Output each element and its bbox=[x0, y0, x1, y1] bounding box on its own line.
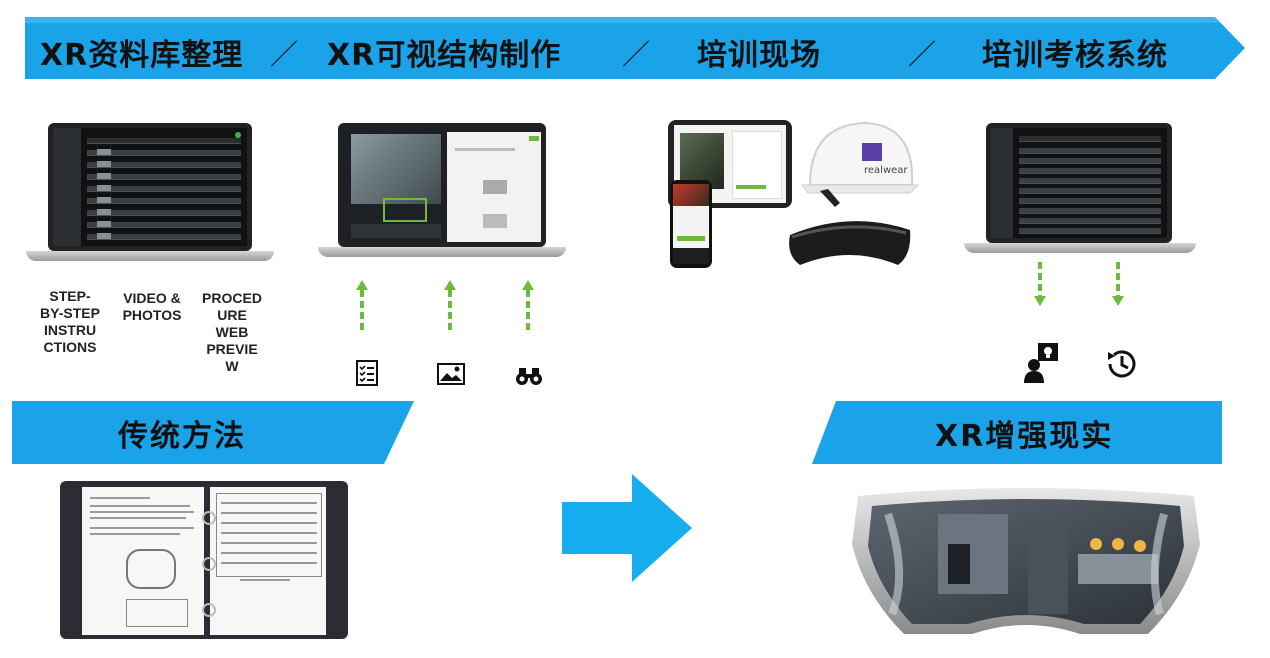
assessment-laptop bbox=[960, 120, 1196, 262]
stage-visual-build: XR可视结构制作 bbox=[327, 38, 562, 73]
arrow-up bbox=[356, 280, 368, 330]
tablet-device bbox=[668, 120, 792, 208]
transition-arrow bbox=[562, 474, 692, 582]
label-video-photos: VIDEO & PHOTOS bbox=[122, 290, 182, 323]
stage-separator: ／ bbox=[270, 38, 299, 71]
arrow-up bbox=[444, 280, 456, 330]
library-screen bbox=[48, 123, 252, 251]
traditional-banner bbox=[12, 401, 414, 464]
assessment-screen bbox=[986, 123, 1172, 243]
stage-separator: ／ bbox=[622, 38, 651, 71]
label-procedure-web-preview: PROCED URE WEB PREVIE W bbox=[202, 290, 262, 374]
editor-laptop bbox=[318, 120, 566, 260]
image-icon bbox=[437, 363, 465, 385]
xr-banner bbox=[812, 401, 1222, 464]
svg-text:realwear: realwear bbox=[864, 165, 908, 176]
history-clock-icon bbox=[1108, 350, 1136, 378]
library-laptop bbox=[18, 118, 280, 278]
checklist-icon bbox=[356, 360, 378, 386]
traditional-title: 传统方法 bbox=[118, 419, 246, 454]
stage-separator: ／ bbox=[908, 38, 937, 71]
phone-device bbox=[670, 180, 712, 268]
realwear-helmet: realwear bbox=[789, 121, 920, 265]
stage-assessment-system: 培训考核系统 bbox=[982, 38, 1168, 73]
label-step-by-step: STEP- BY-STEP INSTRU CTIONS bbox=[40, 288, 100, 355]
editor-screen bbox=[338, 123, 546, 247]
ar-goggles-view bbox=[852, 488, 1200, 634]
xr-title: XR增强现实 bbox=[935, 419, 1114, 454]
idea-person-icon bbox=[1024, 343, 1058, 383]
binoculars-icon bbox=[516, 368, 542, 385]
stage-library: XR资料库整理 bbox=[40, 38, 244, 73]
arrow-up bbox=[522, 280, 534, 330]
arrow-down bbox=[1112, 262, 1124, 306]
stage-onsite-training: 培训现场 bbox=[697, 38, 821, 73]
process-banner bbox=[25, 17, 1245, 79]
arrow-down bbox=[1034, 262, 1046, 306]
paper-binder bbox=[60, 481, 348, 639]
